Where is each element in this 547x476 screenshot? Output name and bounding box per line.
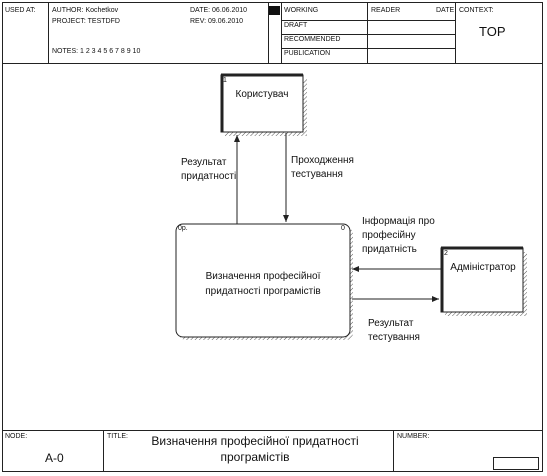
title-label: TITLE: — [107, 433, 129, 440]
rev-field: REV: 09.06.2010 — [190, 18, 244, 25]
node-value: A-0 — [45, 451, 64, 465]
number-label: NUMBER: — [397, 433, 430, 440]
header-divider — [281, 2, 282, 63]
status-draft: DRAFT — [284, 22, 308, 29]
flow-label-info-3: придатність — [362, 244, 417, 255]
footer-title-line1: Визначення професійної придатності — [151, 434, 359, 448]
status-working: WORKING — [284, 7, 319, 14]
header-divider — [455, 2, 456, 63]
process-box[interactable] — [175, 223, 353, 340]
entity-user-number: 1 — [223, 77, 227, 84]
process-rect — [175, 223, 351, 338]
entity-user[interactable] — [220, 73, 307, 136]
flow-label-testing-1: Проходження — [291, 155, 354, 166]
node-label: NODE: — [5, 433, 28, 440]
entity-admin-label: Адміністратор — [450, 262, 516, 273]
reader-label: READER — [371, 7, 401, 14]
context-label: CONTEXT: — [459, 7, 494, 14]
process-label-line2: придатності програмістів — [205, 286, 321, 297]
footer-divider — [103, 430, 104, 472]
header-bottom-line — [2, 63, 543, 64]
reader-date-label: DATE — [436, 7, 455, 14]
process-number: 0 — [341, 225, 345, 232]
flow-label-result-testing-1: Результат — [368, 318, 414, 329]
flow-label-testing-2: тестування — [291, 169, 343, 180]
flow-label-result-fitness-2: придатності — [181, 171, 237, 182]
status-row-line — [281, 34, 455, 35]
status-row-line — [281, 48, 455, 49]
header-divider — [48, 2, 49, 63]
process-id: 0р. — [178, 225, 188, 232]
used-at-label: USED AT: — [5, 7, 36, 14]
entity-user-box — [220, 74, 304, 133]
project-field: PROJECT: TESTDFD — [52, 18, 120, 25]
notes-field: NOTES: 1 2 3 4 5 6 7 8 9 10 — [52, 48, 141, 55]
header-divider — [268, 2, 269, 63]
author-field: AUTHOR: Kochetkov — [52, 7, 119, 14]
status-row-line — [281, 20, 455, 21]
footer-small-box — [493, 457, 539, 470]
footer-divider — [393, 430, 394, 472]
diagram-frame — [2, 2, 543, 472]
flow-label-info-1: Інформація про — [362, 216, 435, 227]
working-marker — [269, 6, 280, 15]
entity-admin-number: 2 — [444, 250, 448, 257]
entity-admin[interactable] — [440, 246, 527, 316]
header-divider — [367, 2, 368, 63]
flow-label-info-2: професійну — [362, 230, 416, 241]
flow-label-result-testing-2: тестування — [368, 332, 420, 343]
status-publication: PUBLICATION — [284, 50, 331, 57]
context-value: TOP — [479, 24, 506, 39]
process-label-line1: Визначення професійної — [205, 271, 321, 282]
status-recommended: RECOMMENDED — [284, 36, 341, 43]
flow-label-result-fitness-1: Результат — [181, 157, 227, 168]
footer-top-line — [2, 430, 543, 431]
footer-title-line2: програмістів — [220, 450, 290, 464]
entity-user-label: Користувач — [235, 89, 289, 100]
date-field: DATE: 06.06.2010 — [190, 7, 248, 14]
entity-admin-box — [440, 247, 524, 313]
